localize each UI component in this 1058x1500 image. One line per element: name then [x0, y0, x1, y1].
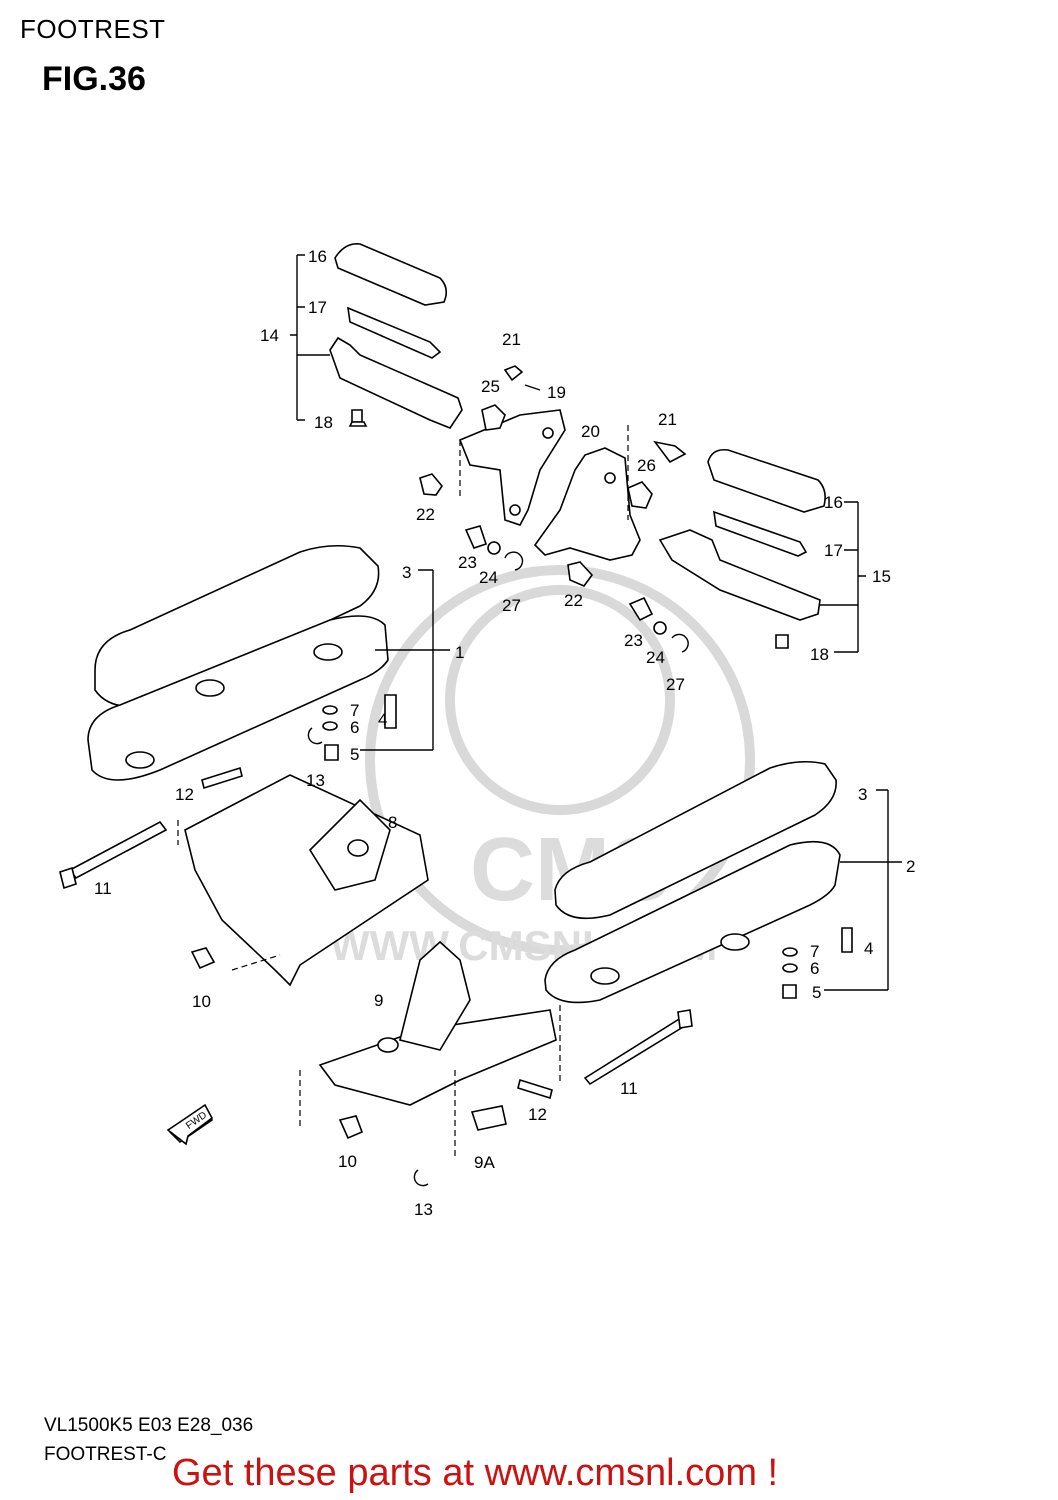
callout-label: 4	[864, 939, 873, 958]
footrest-assembly-15	[628, 448, 826, 653]
callout-label: 27	[502, 596, 521, 615]
callout-label: 22	[564, 591, 583, 610]
callout-label: 23	[624, 631, 643, 650]
figure-number: FIG.36	[42, 60, 146, 98]
callout-label: 11	[94, 879, 112, 898]
callout-label: 12	[528, 1105, 547, 1124]
callout-label: 7	[350, 701, 359, 720]
callout-label: 3	[858, 785, 867, 804]
callout-label: 6	[350, 718, 359, 737]
callout-label: 18	[810, 645, 829, 664]
footrest-assembly-14	[329, 242, 463, 429]
model-code: VL1500K5 E03 E28_036	[44, 1415, 254, 1436]
floorboard-left	[87, 544, 397, 790]
callout-label: 21	[658, 410, 677, 429]
callout-label: 5	[350, 745, 359, 764]
callout-label: 4	[378, 710, 387, 729]
callout-label: 22	[416, 505, 435, 524]
callout-label: 13	[414, 1200, 433, 1219]
callout-labels: 123344556677899A101011111212131314151616…	[94, 247, 915, 1219]
callout-label: 16	[308, 247, 327, 266]
callout-label: 24	[646, 648, 665, 667]
section-title: FOOTREST	[20, 14, 166, 44]
callout-label: 10	[338, 1152, 357, 1171]
callout-label: 16	[824, 493, 843, 512]
callout-label: 17	[308, 298, 327, 317]
callout-label: 20	[581, 422, 600, 441]
diagram-subtitle: FOOTREST-C	[44, 1444, 167, 1465]
footrest-stay-8	[59, 774, 429, 987]
callout-label: 6	[810, 959, 819, 978]
bracket-20	[533, 440, 687, 587]
callout-label: 9	[374, 991, 383, 1010]
callout-label: 19	[547, 383, 566, 402]
callout-label: 21	[502, 330, 521, 349]
callout-label: 27	[666, 675, 685, 694]
footrest-stay-9	[168, 940, 693, 1187]
callout-label: 23	[458, 553, 477, 572]
callout-label: 13	[306, 771, 325, 790]
callout-label: 15	[872, 567, 891, 586]
callout-label: 11	[620, 1079, 638, 1098]
promo-link-text[interactable]: Get these parts at www.cmsnl.com !	[172, 1452, 779, 1494]
callout-label: 24	[479, 568, 498, 587]
callout-label: 2	[906, 857, 915, 876]
callout-label: 8	[388, 813, 397, 832]
floorboard-right	[544, 760, 853, 1004]
callout-label: 10	[192, 992, 211, 1011]
callout-label: 1	[455, 643, 464, 662]
callout-label: 17	[824, 541, 843, 560]
leader-lines	[290, 254, 902, 991]
callout-label: 25	[481, 377, 500, 396]
callout-label: 5	[812, 983, 821, 1002]
callout-label: 14	[260, 326, 279, 345]
bracket-19	[419, 365, 566, 571]
guide-lines	[177, 425, 629, 1160]
callout-label: 3	[402, 563, 411, 582]
callout-label: 9A	[474, 1153, 495, 1172]
callout-label: 18	[314, 413, 333, 432]
callout-label: 12	[175, 785, 194, 804]
callout-label: 26	[637, 456, 656, 475]
callout-label: 7	[810, 942, 819, 961]
